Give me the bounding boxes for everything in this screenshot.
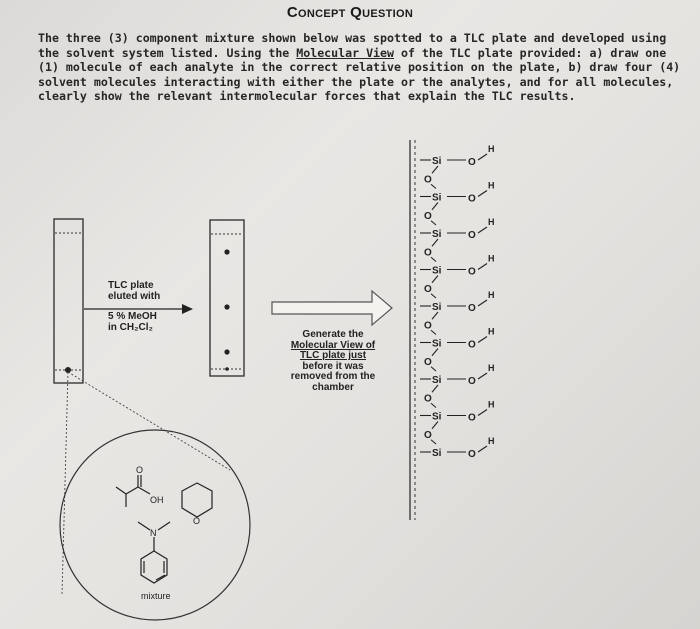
silica-si-atom: Si bbox=[432, 375, 442, 386]
bridging-o-atom: O bbox=[424, 320, 432, 331]
silanol-h-atom: H bbox=[488, 144, 495, 154]
silica-si-atom: Si bbox=[432, 193, 442, 204]
bridging-o-atom: O bbox=[424, 174, 432, 185]
bridge-bond bbox=[431, 165, 439, 174]
silica-si-atom: Si bbox=[432, 266, 442, 277]
o-h-bond bbox=[477, 190, 488, 197]
bridge-bond bbox=[430, 402, 437, 408]
spot-3 bbox=[224, 349, 230, 355]
bridging-o-atom: O bbox=[424, 430, 432, 441]
bridging-o-atom: O bbox=[424, 247, 432, 258]
acid-molecule bbox=[115, 475, 151, 507]
generate-line3: TLC plate just bbox=[299, 350, 367, 361]
silica-si-atom: Si bbox=[432, 448, 442, 459]
silanol-o-atom: O bbox=[468, 303, 476, 314]
o-h-bond bbox=[477, 336, 488, 343]
spot-origin-developed bbox=[225, 367, 229, 371]
tlc-plate-developed bbox=[209, 219, 245, 377]
generate-line5: removed from the bbox=[290, 371, 376, 382]
silanol-o-atom: O bbox=[468, 194, 476, 205]
spot-2 bbox=[224, 304, 230, 310]
silica-si-atom: Si bbox=[432, 156, 442, 167]
silanol-o-atom: O bbox=[468, 413, 476, 424]
bridge-bond bbox=[430, 220, 437, 226]
o-h-bond bbox=[477, 299, 488, 307]
mixture-label: mixture bbox=[141, 591, 171, 601]
question-paragraph: The three (3) component mixture shown be… bbox=[38, 31, 688, 104]
molecular-view-term: Molecular View bbox=[296, 45, 394, 60]
silanol-o-atom: O bbox=[468, 230, 476, 241]
generate-line4: before it was bbox=[302, 360, 364, 372]
silanol-h-atom: H bbox=[488, 327, 495, 337]
elution-arrow-head bbox=[182, 304, 193, 314]
silanol-o-atom: O bbox=[468, 449, 476, 460]
silanol-o-atom: O bbox=[468, 267, 476, 278]
bridge-bond bbox=[431, 275, 439, 284]
molecular-view-arrow bbox=[271, 289, 393, 327]
spot-origin bbox=[65, 367, 71, 373]
silanol-h-atom: H bbox=[488, 181, 495, 191]
o-h-bond bbox=[477, 445, 488, 453]
silanol-h-atom: H bbox=[488, 217, 495, 227]
o-h-bond bbox=[477, 226, 488, 234]
bridge-bond bbox=[430, 256, 437, 262]
spot-1 bbox=[224, 249, 230, 255]
bridge-bond bbox=[431, 421, 439, 430]
bridge-bond bbox=[431, 384, 439, 393]
bridging-o-atom: O bbox=[424, 357, 432, 368]
aniline-molecule bbox=[137, 521, 171, 584]
mixture-circle bbox=[59, 429, 251, 621]
question-text-1: The three (3) component mixture shown be… bbox=[38, 31, 667, 60]
silica-si-atom: Si bbox=[432, 339, 442, 350]
acid-o-label: O bbox=[136, 465, 143, 475]
silanol-o-atom: O bbox=[468, 157, 476, 168]
bridge-bond bbox=[431, 202, 439, 211]
silica-si-atom: Si bbox=[432, 302, 442, 313]
o-h-bond bbox=[477, 372, 488, 380]
aniline-n-label: N bbox=[150, 528, 157, 538]
page-title: Concept Question bbox=[286, 4, 414, 21]
silanol-h-atom: H bbox=[488, 400, 495, 410]
silanol-h-atom: H bbox=[488, 363, 495, 373]
bridge-bond bbox=[430, 329, 437, 335]
silica-si-atom: Si bbox=[432, 412, 442, 423]
o-h-bond bbox=[477, 409, 488, 416]
generate-label: Generate the Molecular View of TLC plate… bbox=[283, 329, 383, 393]
generate-line1: Generate the bbox=[302, 329, 364, 340]
acid-oh-label: OH bbox=[150, 495, 164, 505]
thp-molecule bbox=[181, 482, 213, 518]
bridge-bond bbox=[430, 183, 437, 189]
bridge-bond bbox=[430, 439, 437, 445]
bridge-bond bbox=[431, 311, 439, 320]
pointer-line-2 bbox=[67, 371, 231, 471]
bridging-o-atom: O bbox=[424, 211, 432, 222]
silanol-h-atom: H bbox=[488, 436, 495, 446]
bridge-bond bbox=[431, 238, 439, 247]
tlc-label-line4: in CH₂Cl₂ bbox=[108, 322, 153, 333]
bridge-bond bbox=[430, 366, 437, 372]
bridge-bond bbox=[431, 348, 439, 357]
o-h-bond bbox=[477, 263, 488, 270]
tlc-label-line1: TLC plate bbox=[108, 280, 154, 291]
tlc-plate-left bbox=[53, 218, 84, 384]
tlc-label: TLC plate eluted with 5 % MeOH in CH₂Cl₂ bbox=[108, 280, 160, 333]
generate-line2: Molecular View of bbox=[290, 339, 376, 351]
bridging-o-atom: O bbox=[424, 393, 432, 404]
silica-si-atom: Si bbox=[432, 229, 442, 240]
generate-line6: chamber bbox=[312, 381, 354, 393]
silanol-h-atom: H bbox=[488, 254, 495, 264]
silanol-h-atom: H bbox=[488, 290, 495, 300]
bridge-bond bbox=[430, 293, 437, 299]
tlc-label-line3: 5 % MeOH bbox=[108, 311, 157, 322]
bridging-o-atom: O bbox=[424, 284, 432, 295]
silanol-o-atom: O bbox=[468, 340, 476, 351]
question-text-2: of the TLC plate provided: a) draw one (… bbox=[38, 45, 681, 104]
pointer-line-1 bbox=[61, 371, 69, 596]
tlc-label-line2: eluted with bbox=[108, 291, 161, 302]
o-h-bond bbox=[477, 153, 488, 161]
silanol-o-atom: O bbox=[468, 376, 476, 387]
thp-o-label: O bbox=[193, 516, 200, 526]
